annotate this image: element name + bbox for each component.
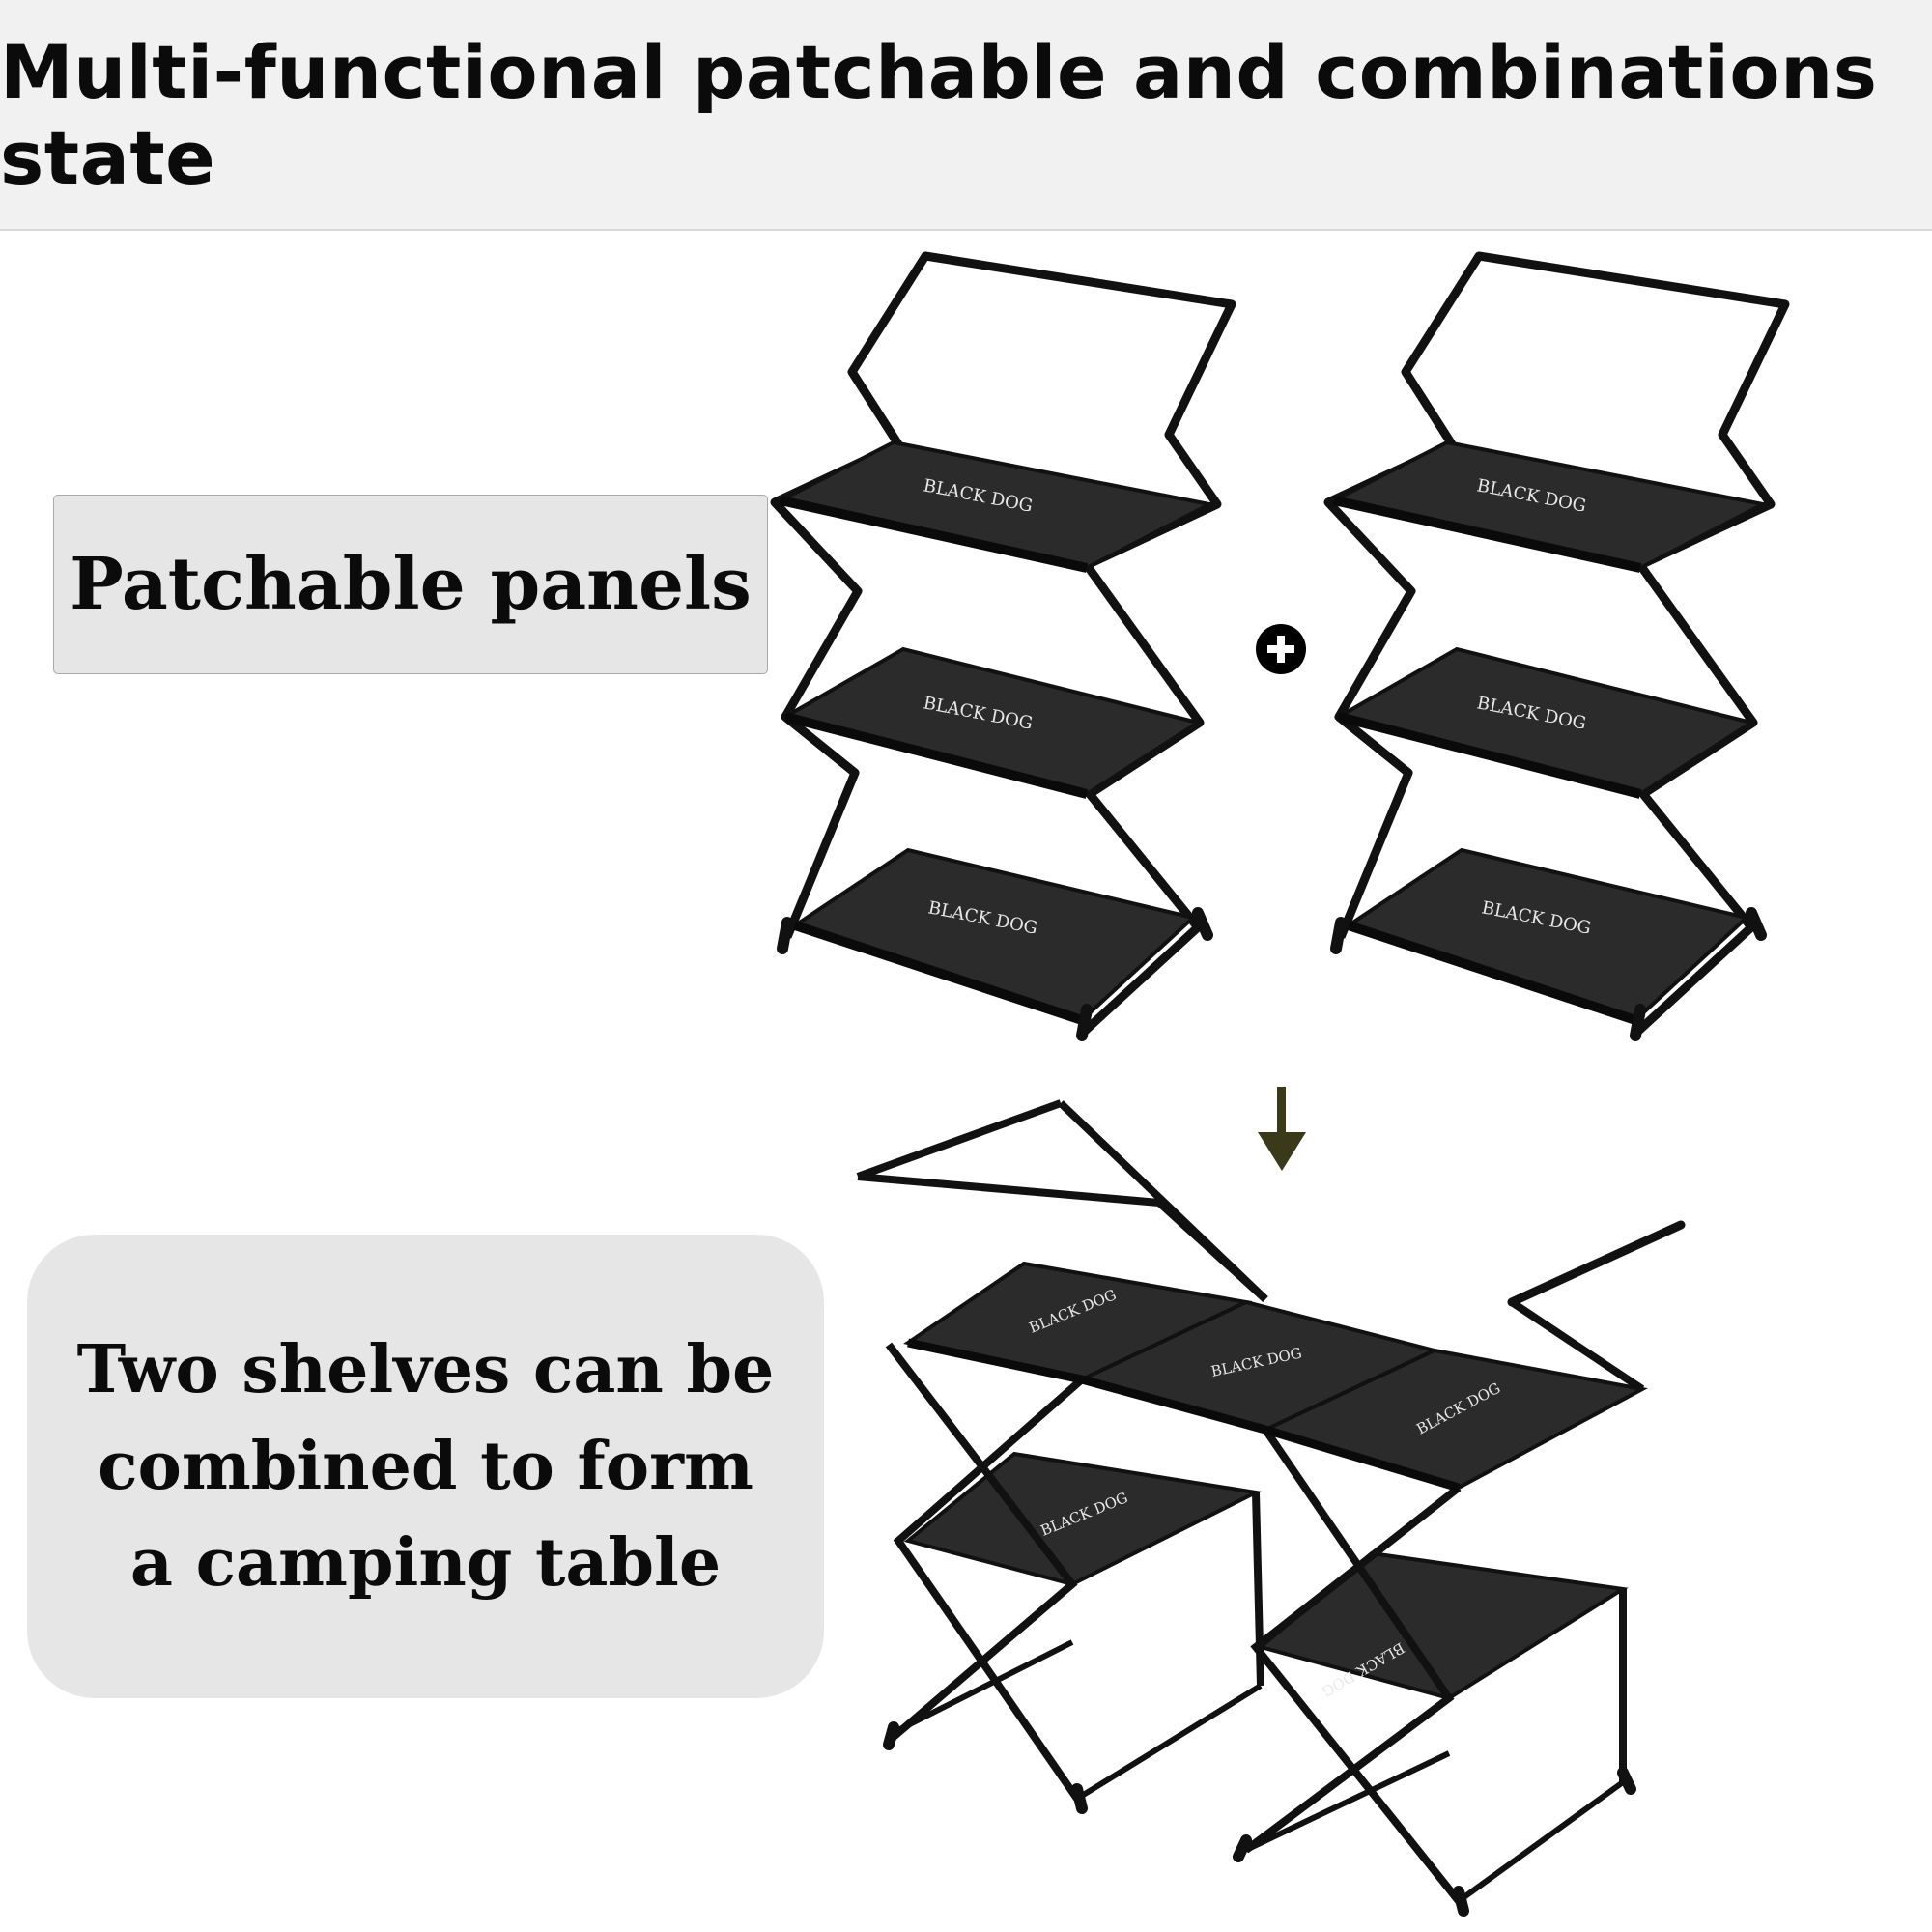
combined-camping-table bbox=[856, 1099, 1686, 1917]
header-banner: Multi-functional patchable and combinati… bbox=[0, 0, 1932, 231]
combined-line-1: Two shelves can be bbox=[76, 1331, 775, 1408]
combined-line-3: a camping table bbox=[129, 1524, 722, 1602]
page-title: Multi-functional patchable and combinati… bbox=[0, 28, 1878, 201]
combined-line-2: combined to form bbox=[98, 1428, 753, 1505]
patchable-panels-text: Patchable panels bbox=[70, 543, 752, 626]
arrow-down-icon bbox=[1258, 1087, 1306, 1171]
combined-table-label: Two shelves can be combined to form a ca… bbox=[27, 1235, 824, 1698]
plus-circle-icon bbox=[1256, 624, 1306, 674]
patchable-panels-label: Patchable panels bbox=[53, 495, 768, 674]
